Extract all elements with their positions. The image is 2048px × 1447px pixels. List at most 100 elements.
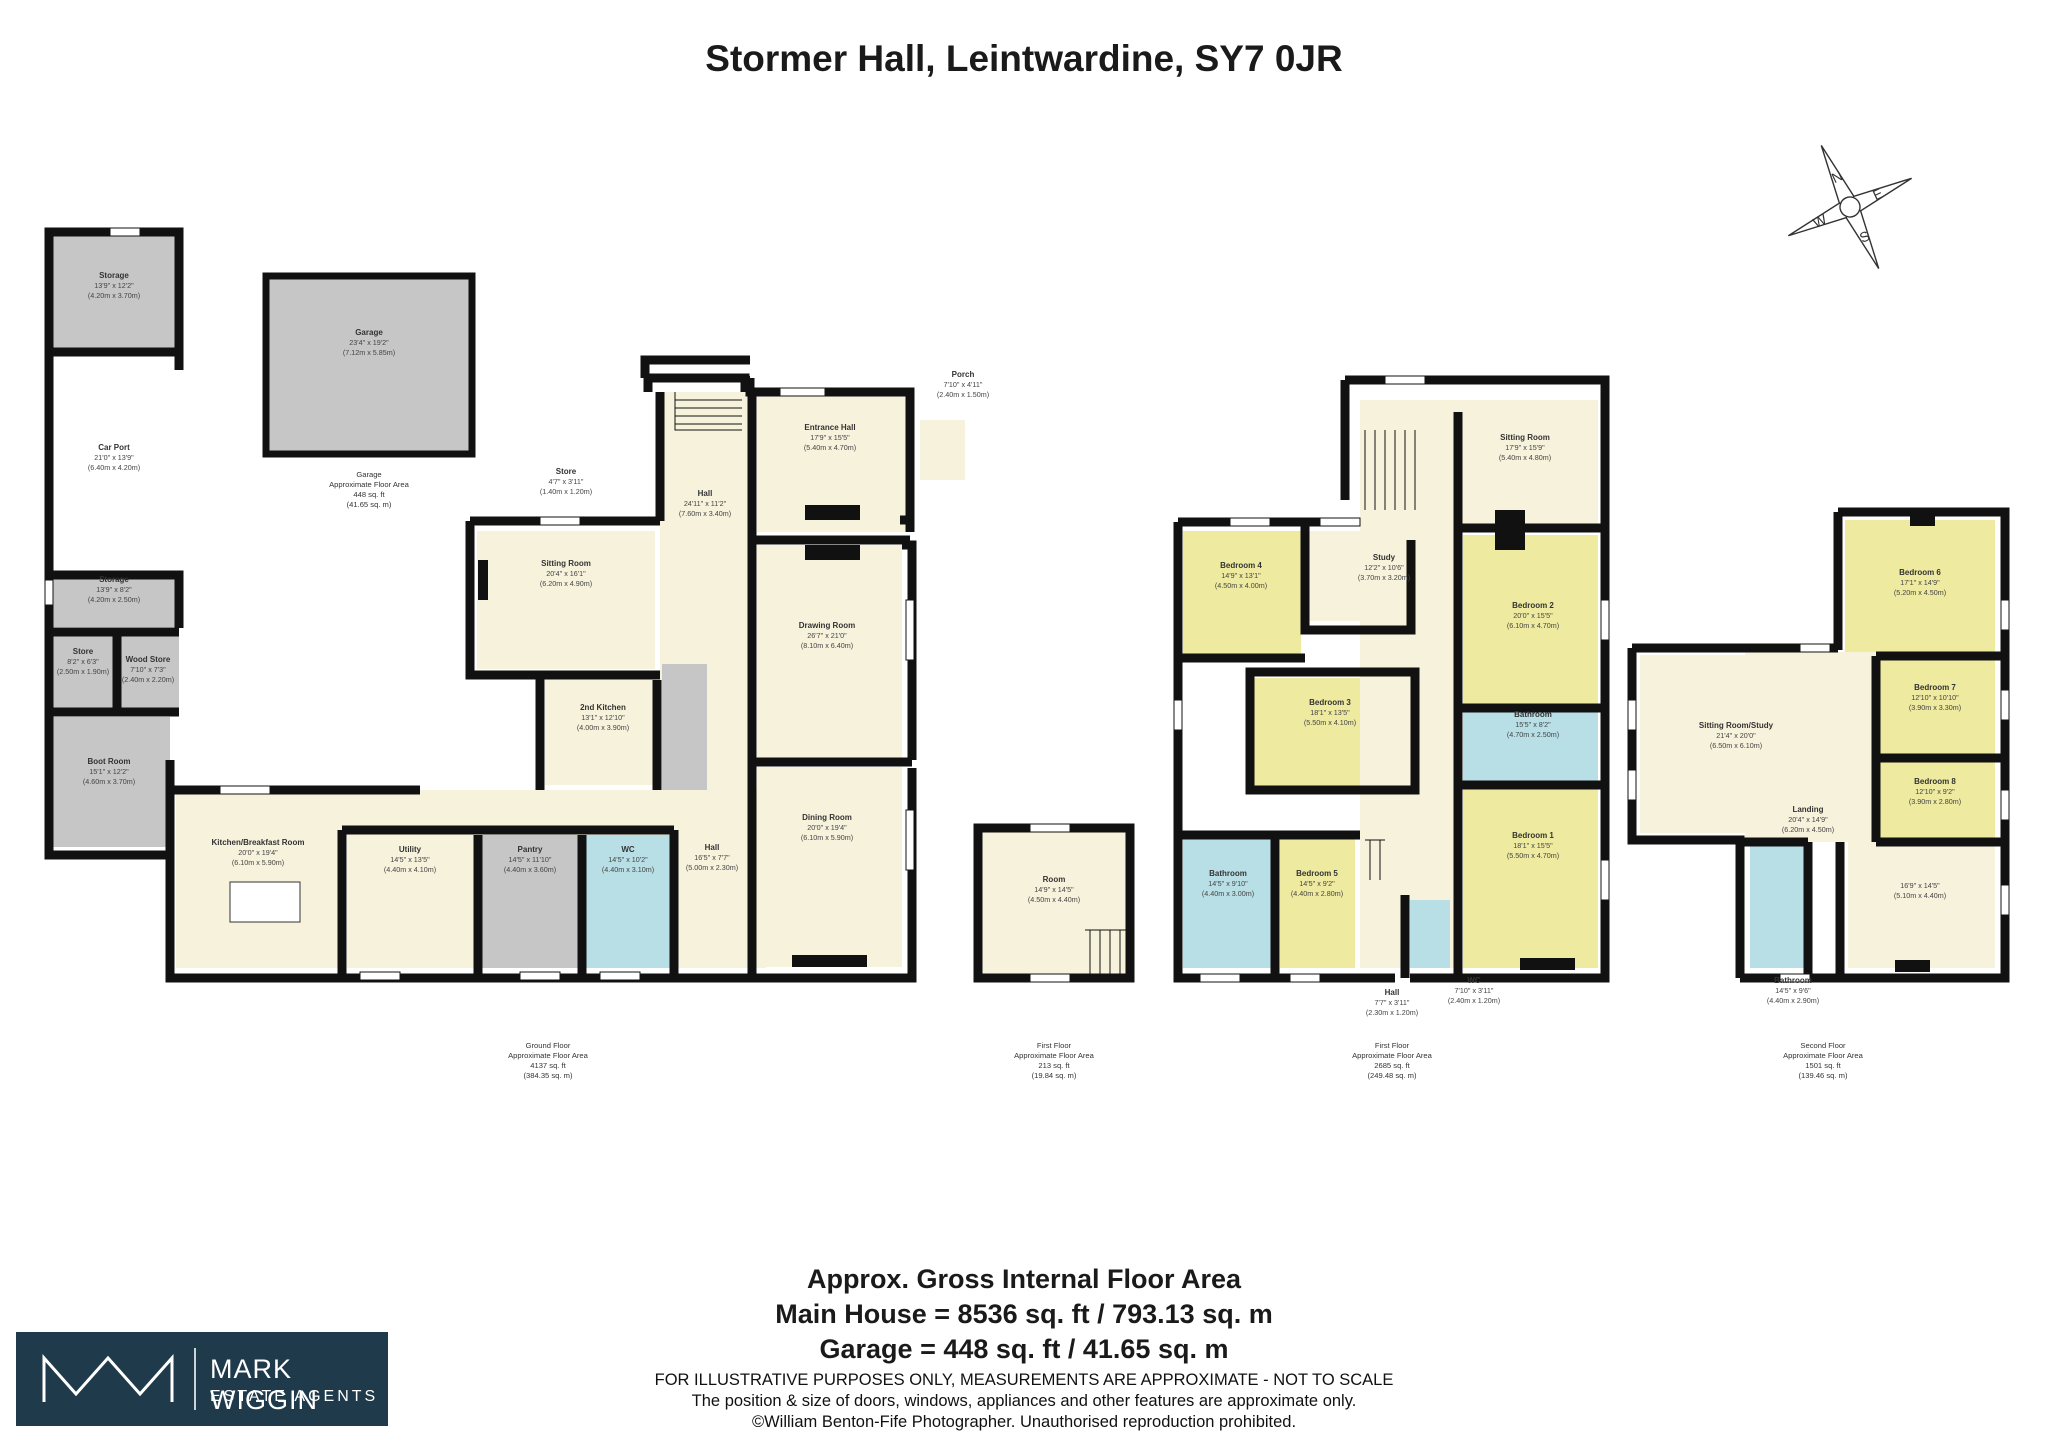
room-name: Hall	[1385, 988, 1400, 997]
room-name: Entrance Hall	[804, 423, 855, 432]
room-name: Sitting Room/Study	[1699, 721, 1774, 730]
room-name: Kitchen/Breakfast Room	[212, 838, 305, 847]
room-dimension: (4.50m x 4.00m)	[1215, 581, 1267, 590]
room-dimension: 14'5" x 11'10"	[509, 855, 552, 864]
room-dimension: 17'9" x 15'9"	[1505, 443, 1545, 452]
room-name: Bedroom 7	[1914, 683, 1956, 692]
floor-caption-line: (384.35 sq. m)	[524, 1071, 573, 1080]
page-title: Stormer Hall, Leintwardine, SY7 0JR	[705, 38, 1343, 79]
room-name: WC	[1467, 976, 1481, 985]
room-dimension: (5.20m x 4.50m)	[1894, 588, 1946, 597]
disclaimer-line-1: FOR ILLUSTRATIVE PURPOSES ONLY, MEASUREM…	[654, 1371, 1394, 1389]
first-floor-room-plan	[973, 823, 1135, 983]
garage-room	[268, 279, 470, 451]
room-name: Porch	[952, 370, 975, 379]
floor-caption-line: Second Floor	[1800, 1041, 1846, 1050]
room-dimension: (4.40m x 2.80m)	[1291, 889, 1343, 898]
room-name: Car Port	[98, 443, 130, 452]
stair-block-gf	[662, 664, 707, 790]
drawing-room	[757, 545, 902, 760]
room-dimension: 12'2" x 10'6"	[1364, 563, 1404, 572]
room-label-bedroom3: Bedroom 318'1" x 13'5"(5.50m x 4.10m)	[1304, 698, 1356, 727]
room-name: Bedroom 8	[1914, 777, 1956, 786]
room-dimension: 14'5" x 9'2"	[1299, 879, 1335, 888]
logo-subtitle: ESTATE AGENTS	[210, 1388, 379, 1405]
room-dimension: (6.20m x 4.90m)	[540, 579, 592, 588]
store-small-room	[49, 635, 114, 710]
floor-caption-line: Approximate Floor Area	[1783, 1051, 1864, 1060]
room-dimension: (7.12m x 5.85m)	[343, 348, 395, 357]
room-name: Bedroom 5	[1296, 869, 1338, 878]
room-dimension: 14'9" x 13'1"	[1221, 571, 1261, 580]
room-dimension: 13'9" x 8'2"	[96, 585, 132, 594]
room-dimension: (6.10m x 5.90m)	[232, 858, 284, 867]
second-floor	[1627, 507, 2010, 983]
room-dimension: 17'9" x 15'5"	[810, 433, 850, 442]
logo-name: MARK WIGGIN	[210, 1354, 318, 1415]
bathroom-ff-r-room	[1463, 712, 1598, 782]
area-main-house: Main House = 8536 sq. ft / 793.13 sq. m	[775, 1299, 1273, 1329]
room-dimension: 15'5" x 8'2"	[1515, 720, 1551, 729]
floor-caption-line: Approximate Floor Area	[329, 480, 410, 489]
bedroom7-room	[1880, 660, 1995, 755]
bedroom4-room	[1183, 531, 1301, 654]
room-dimension: 13'9" x 12'2"	[94, 281, 134, 290]
room-dimension: (5.10m x 4.40m)	[1894, 891, 1946, 900]
room-dimension: 4'7" x 3'11"	[549, 477, 584, 486]
floor-caption-line: 213 sq. ft	[1038, 1061, 1070, 1070]
area-garage: Garage = 448 sq. ft / 41.65 sq. m	[819, 1334, 1229, 1364]
room-dimension: (4.00m x 3.90m)	[577, 723, 629, 732]
room-dimension: 14'9" x 14'5"	[1034, 885, 1074, 894]
room-dimension: (6.40m x 4.20m)	[88, 463, 140, 472]
room-name: Room	[1043, 875, 1066, 884]
room-dimension: 21'0" x 13'9"	[94, 453, 134, 462]
room-dimension: 8'2" x 6'3"	[67, 657, 99, 666]
room-label-room-sf: 16'9" x 14'5"(5.10m x 4.40m)	[1894, 881, 1946, 900]
room-name: Hall	[705, 843, 720, 852]
room-dimension: (4.60m x 3.70m)	[83, 777, 135, 786]
room-dimension: 16'5" x 7'7"	[694, 853, 730, 862]
room-name: Boot Room	[87, 757, 130, 766]
room-dimension: (4.40m x 4.10m)	[384, 865, 436, 874]
floor-caption-line: 448 sq. ft	[353, 490, 385, 499]
wc-ff-room	[1410, 900, 1450, 968]
floor-caption-line: 2685 sq. ft	[1374, 1061, 1410, 1070]
disclaimer: FOR ILLUSTRATIVE PURPOSES ONLY, MEASUREM…	[0, 1370, 2048, 1433]
room-dimension: 20'4" x 14'9"	[1788, 815, 1828, 824]
room-name: Sitting Room	[1500, 433, 1550, 442]
room-dimension: 7'10" x 4'11"	[944, 380, 983, 389]
kitchen2-room	[545, 675, 655, 785]
porch-room	[920, 420, 965, 480]
room-dimension: (4.40m x 3.10m)	[602, 865, 654, 874]
logo-mark	[42, 1354, 174, 1402]
room-dimension: (7.60m x 3.40m)	[679, 509, 731, 518]
room-dimension: 20'0" x 15'5"	[1513, 611, 1553, 620]
room-name: Bedroom 4	[1220, 561, 1262, 570]
room-dimension: (6.20m x 4.50m)	[1782, 825, 1834, 834]
room-dimension: 21'4" x 20'0"	[1716, 731, 1756, 740]
floor-caption-line: First Floor	[1375, 1041, 1410, 1050]
floor-caption-line: Approximate Floor Area	[508, 1051, 589, 1060]
room-label-bedroom5: Bedroom 514'5" x 9'2"(4.40m x 2.80m)	[1291, 869, 1343, 898]
room-dimension: 12'10" x 9'2"	[1915, 787, 1955, 796]
room-dimension: 26'7" x 21'0"	[807, 631, 847, 640]
room-dimension: 20'0" x 19'4"	[238, 848, 278, 857]
